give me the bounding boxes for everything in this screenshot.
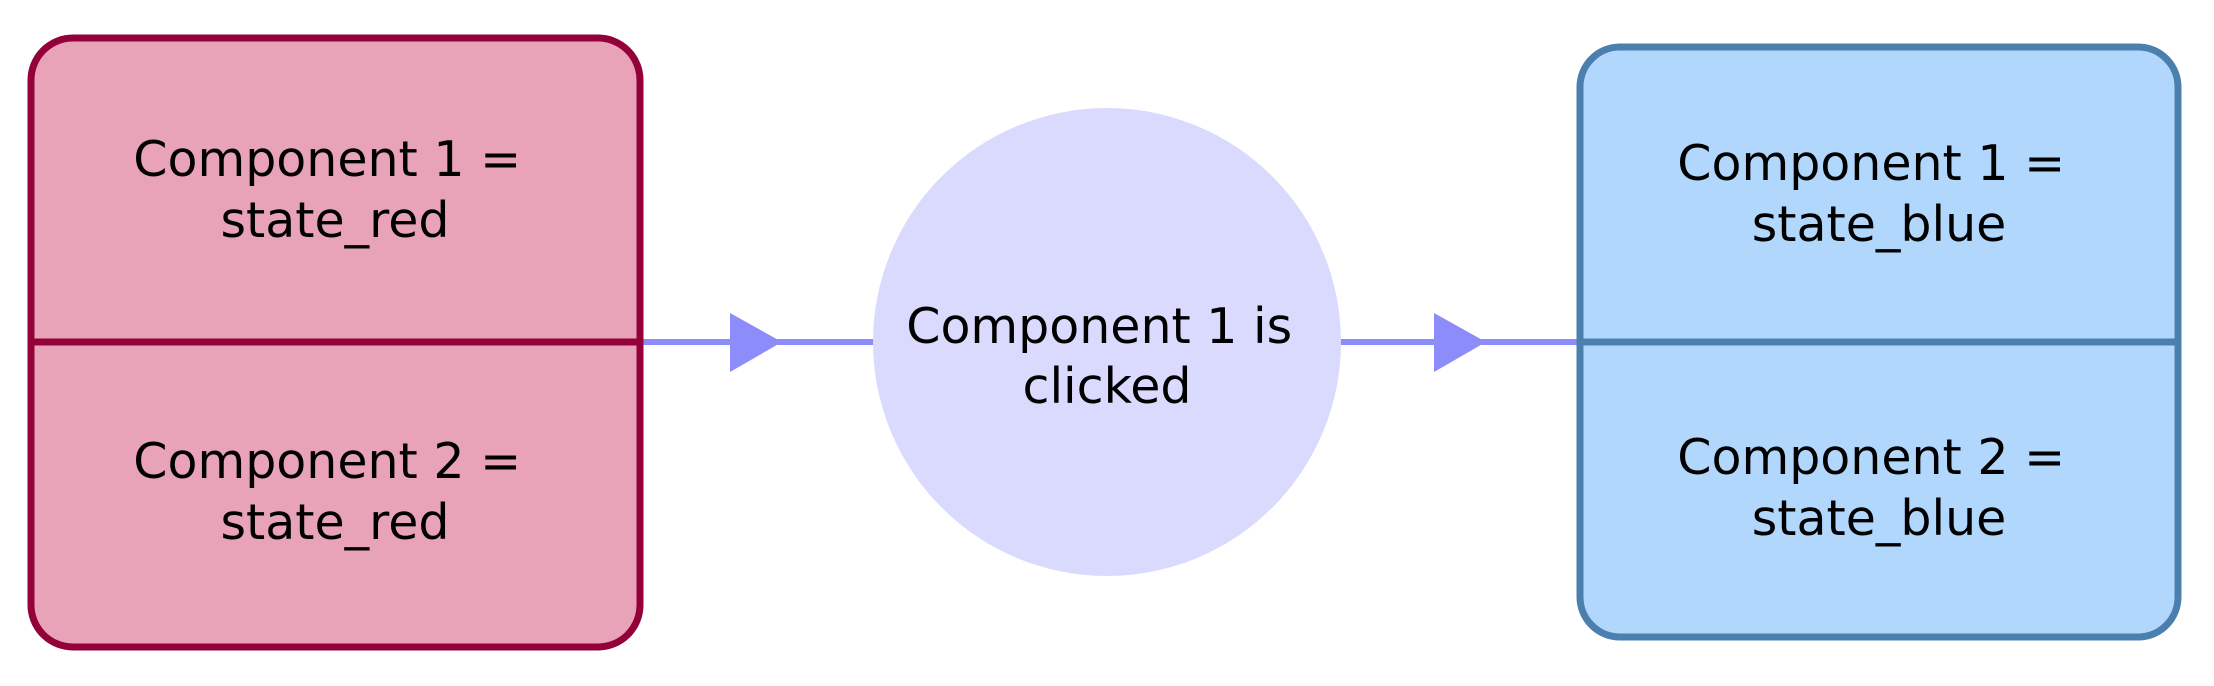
connector-event-to-blue: [1340, 313, 1580, 372]
state-red-top-line1: Component 1 =: [133, 131, 521, 188]
event-label: Component 1 is clicked: [906, 298, 1308, 415]
connector-event-to-blue-arrowhead-icon: [1434, 313, 1486, 372]
state-red-bottom-line1: Component 2 =: [133, 433, 521, 490]
state-blue-bottom-line1: Component 2 =: [1677, 429, 2065, 486]
state-red-top-line2: state_red: [221, 192, 450, 249]
state-red-bottom-line2: state_red: [221, 494, 450, 551]
connector-red-to-event-arrowhead-icon: [730, 313, 782, 372]
event-circle: [873, 108, 1341, 576]
state-blue-bottom-line2: state_blue: [1752, 490, 2007, 547]
event-line1: Component 1 is: [906, 298, 1292, 355]
state-blue-top-label: Component 1 = state_blue: [1677, 135, 2080, 253]
event-node: Component 1 is clicked: [873, 108, 1341, 576]
connector-red-to-event: [640, 313, 874, 372]
state-box-blue: Component 1 = state_blue Component 2 = s…: [1576, 43, 2182, 641]
state-blue-top-line2: state_blue: [1752, 196, 2007, 253]
state-box-red: Component 1 = state_red Component 2 = st…: [27, 34, 644, 651]
event-line2: clicked: [1023, 358, 1192, 415]
state-blue-bottom-label: Component 2 = state_blue: [1677, 429, 2080, 547]
state-red-top-label: Component 1 = state_red: [133, 131, 536, 249]
state-blue-top-line1: Component 1 =: [1677, 135, 2065, 192]
state-red-bottom-label: Component 2 = state_red: [133, 433, 536, 551]
